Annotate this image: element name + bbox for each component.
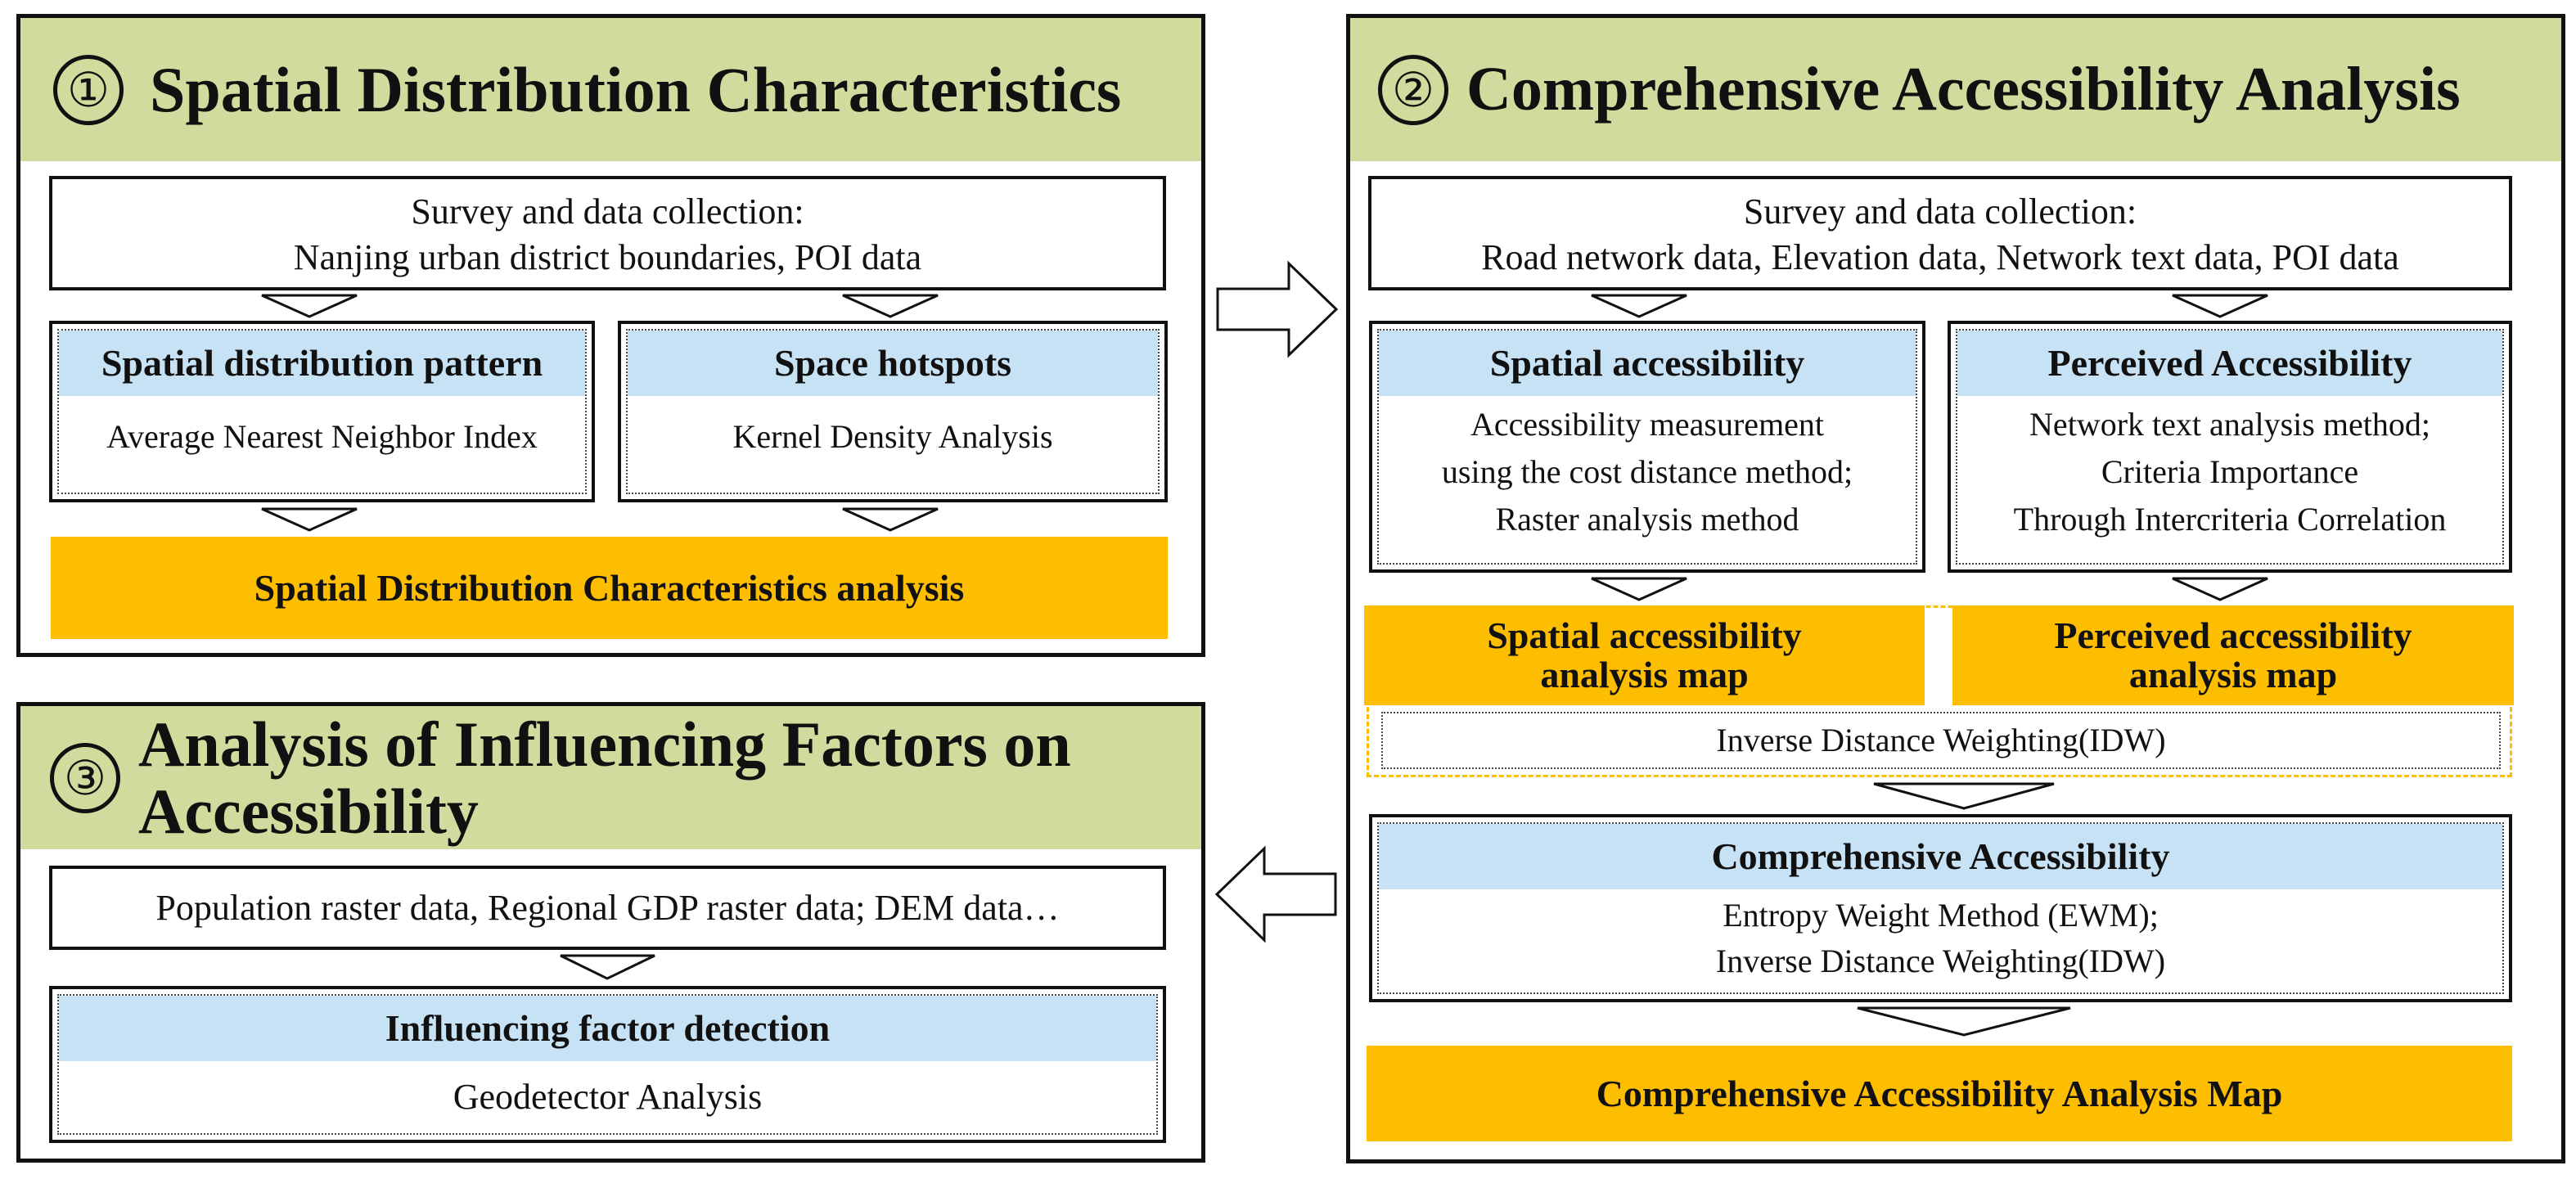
left-arrow-icon — [1214, 845, 1337, 943]
down-triangle-icon — [261, 507, 358, 532]
right-arrow-icon — [1216, 260, 1339, 358]
method-line: Accessibility measurement — [1470, 406, 1825, 443]
down-triangle-icon — [560, 954, 655, 980]
method-line: Through Intercriteria Correlation — [2013, 501, 2447, 538]
idw-box: Inverse Distance Weighting(IDW) — [1381, 712, 2501, 769]
box-title: Perceived Accessibility — [1957, 331, 2502, 396]
panel2-perceived-accessibility-box: Perceived Accessibility Network text ana… — [1948, 321, 2512, 573]
method-line: Inverse Distance Weighting(IDW) — [1715, 943, 2166, 979]
spatial-accessibility-map: Spatial accessibility analysis map — [1364, 605, 1925, 705]
panel1-box-right: Space hotspots Kernel Density Analysis — [618, 321, 1168, 502]
panel2-number: ② — [1378, 54, 1448, 125]
panel2-header: ② Comprehensive Accessibility Analysis — [1350, 18, 2561, 161]
map-label-line: analysis map — [1540, 654, 1749, 695]
down-triangle-icon — [842, 507, 939, 532]
panel1-result: Spatial Distribution Characteristics ana… — [51, 537, 1168, 639]
box-title: Space hotspots — [628, 331, 1158, 396]
panel1-title: Spatial Distribution Characteristics — [150, 53, 1122, 125]
panel2-title: Comprehensive Accessibility Analysis — [1466, 55, 2461, 124]
panel1-box-left: Spatial distribution pattern Average Nea… — [49, 321, 595, 502]
box-body: Geodetector Analysis — [453, 1077, 763, 1117]
box-body: Kernel Density Analysis — [732, 418, 1053, 455]
panel1-number: ① — [53, 54, 124, 125]
method-line: Criteria Importance — [2101, 453, 2359, 490]
panel2-result: Comprehensive Accessibility Analysis Map — [1367, 1046, 2512, 1141]
box-title: Comprehensive Accessibility — [1379, 824, 2502, 889]
panel2-comprehensive-box: Comprehensive Accessibility Entropy Weig… — [1369, 814, 2512, 1002]
panel3-title-line: Analysis of Influencing Factors on — [138, 708, 1071, 780]
map-label-line: analysis map — [2128, 654, 2338, 695]
map-label-line: Perceived accessibility — [2054, 614, 2412, 656]
panel3-header: ③ Analysis of Influencing Factors on Acc… — [20, 706, 1201, 849]
survey-heading: Survey and data collection: — [1743, 191, 2137, 232]
survey-detail: Nanjing urban district boundaries, POI d… — [293, 237, 922, 277]
down-triangle-icon — [261, 294, 358, 318]
method-line: Raster analysis method — [1495, 501, 1799, 538]
down-triangle-icon — [842, 294, 939, 318]
down-triangle-icon — [1591, 294, 1687, 318]
down-triangle-icon — [1857, 1006, 2071, 1037]
panel1-survey-box: Survey and data collection: Nanjing urba… — [49, 176, 1166, 290]
panel3-detection-box: Influencing factor detection Geodetector… — [49, 986, 1166, 1143]
panel2-survey-box: Survey and data collection: Road network… — [1368, 176, 2512, 290]
panel3-title-line: Accessibility — [138, 775, 479, 847]
down-triangle-icon — [2172, 294, 2268, 318]
box-title: Spatial accessibility — [1379, 331, 1916, 396]
box-title: Influencing factor detection — [59, 996, 1156, 1061]
method-line: Entropy Weight Method (EWM); — [1723, 897, 2159, 934]
down-triangle-icon — [1873, 782, 2055, 810]
method-line: Network text analysis method; — [2029, 406, 2430, 443]
panel3-number: ③ — [50, 742, 120, 813]
survey-heading: Survey and data collection: — [411, 191, 804, 232]
down-triangle-icon — [2172, 577, 2268, 601]
box-title: Spatial distribution pattern — [59, 331, 585, 396]
map-label-line: Spatial accessibility — [1487, 614, 1802, 656]
down-triangle-icon — [1591, 577, 1687, 601]
survey-detail: Road network data, Elevation data, Netwo… — [1481, 237, 2399, 277]
panel2-spatial-accessibility-box: Spatial accessibility Accessibility meas… — [1369, 321, 1925, 573]
method-line: using the cost distance method; — [1441, 453, 1853, 490]
box-body: Average Nearest Neighbor Index — [106, 418, 538, 455]
perceived-accessibility-map: Perceived accessibility analysis map — [1952, 605, 2514, 705]
panel1-header: ① Spatial Distribution Characteristics — [20, 18, 1201, 161]
panel3-data-box: Population raster data, Regional GDP ras… — [49, 866, 1166, 950]
